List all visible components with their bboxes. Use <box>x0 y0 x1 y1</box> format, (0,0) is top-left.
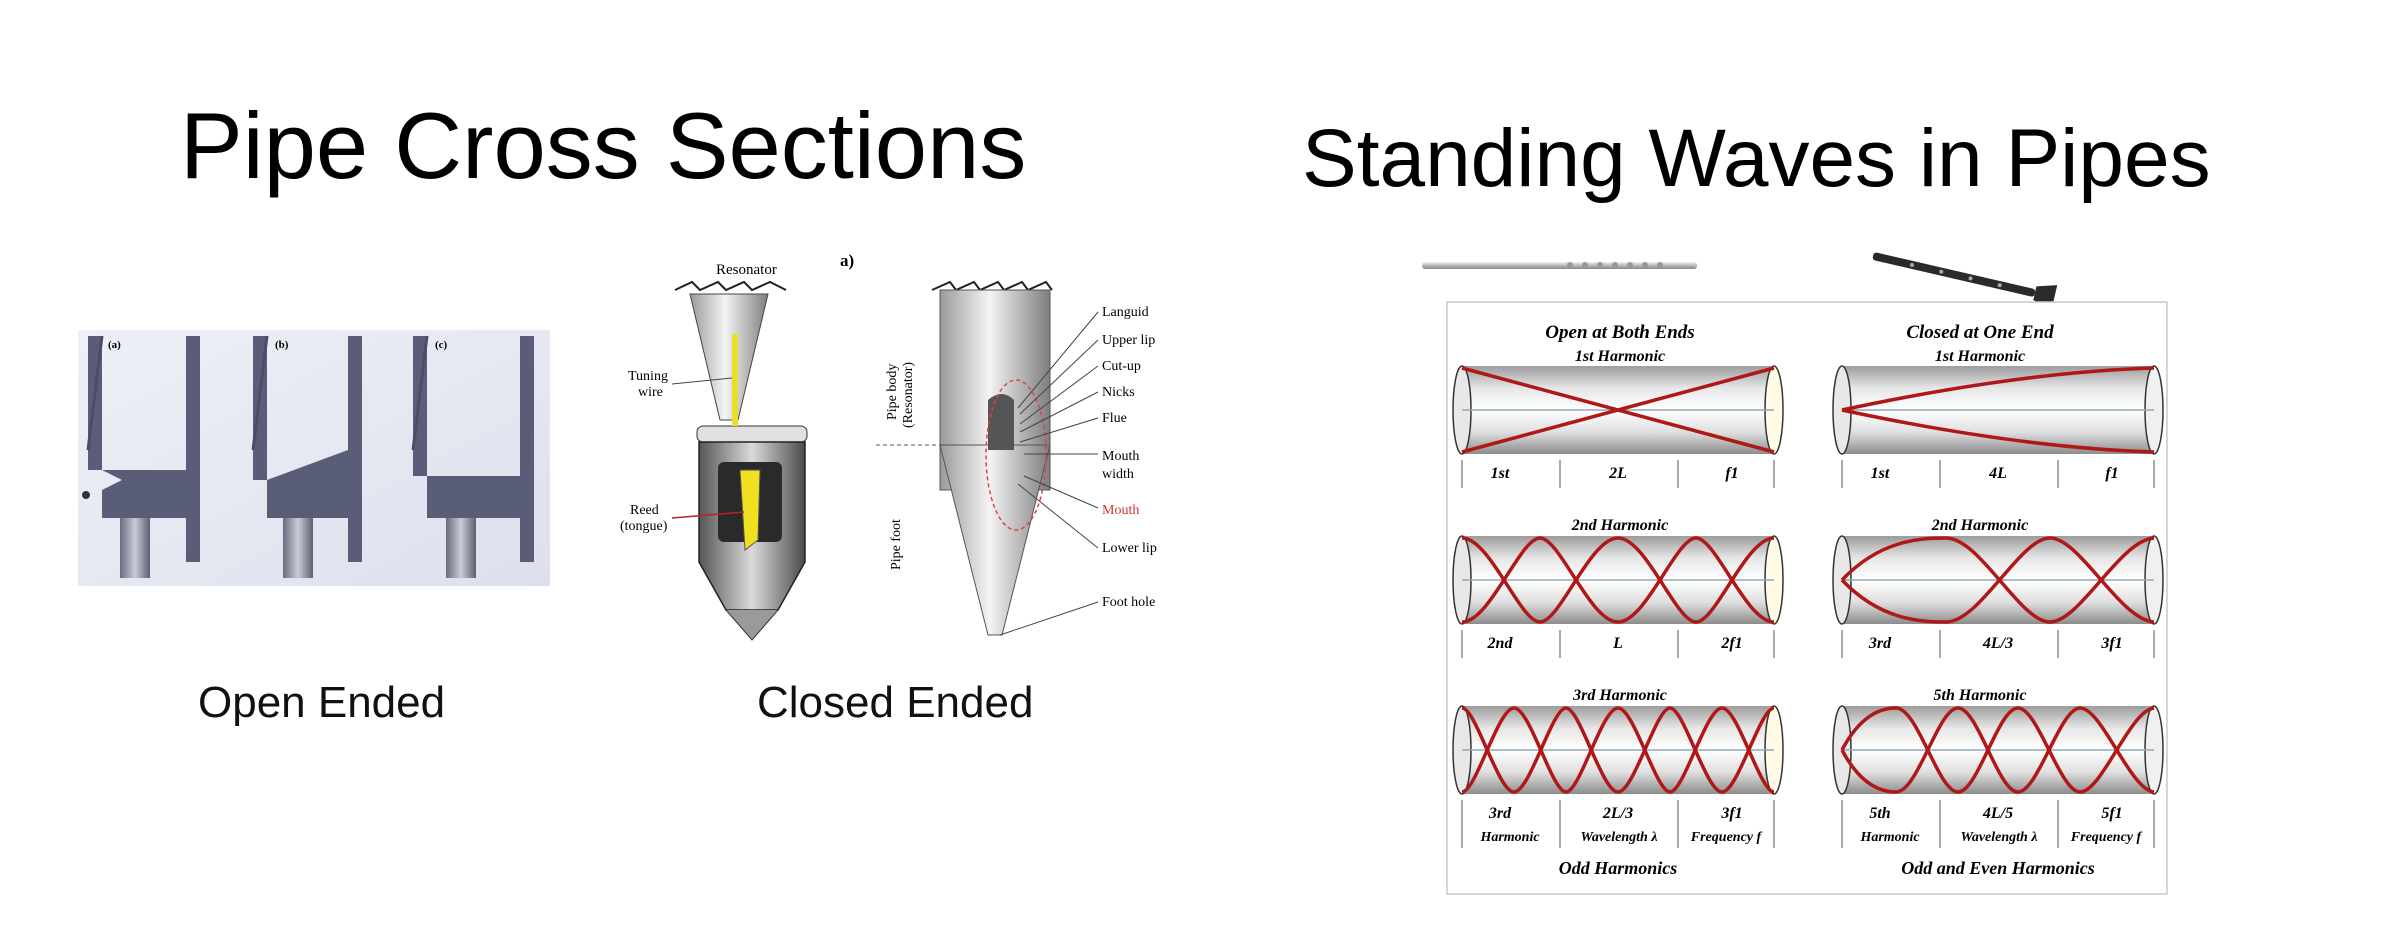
clarinet-icon <box>1872 252 2058 311</box>
part-mouth-width-1: Mouth <box>1102 449 1139 464</box>
part-mouth: Mouth <box>1102 503 1139 518</box>
right-legend-frequency: Frequency f <box>2070 830 2143 845</box>
part-foot-hole: Foot hole <box>1102 595 1155 610</box>
flute-icon <box>1422 262 1697 269</box>
left-row-1-wavelength: 2L <box>1608 465 1627 482</box>
left-row-2: 2nd Harmonic 2nd L 2f1 <box>1452 517 1784 658</box>
part-lower-lip: Lower lip <box>1102 541 1157 556</box>
right-legend-wavelength: Wavelength λ <box>1960 830 2037 845</box>
part-flue: Flue <box>1102 411 1127 426</box>
open-pipe-b: (b) <box>251 335 362 578</box>
marker-a: a) <box>840 251 854 270</box>
left-row-2-wavelength: L <box>1612 635 1623 652</box>
left-row-1-frequency: f1 <box>1725 465 1738 482</box>
left-row-2-heading: 2nd Harmonic <box>1571 517 1668 534</box>
right-title: Standing Waves in Pipes <box>1302 113 2211 204</box>
label-c: (c) <box>435 339 448 351</box>
right-row-2-wavelength: 4L/3 <box>1982 635 2013 652</box>
right-row-1-frequency: f1 <box>2105 465 2118 482</box>
right-row-1-wavelength: 4L <box>1988 465 2007 482</box>
left-legend-frequency: Frequency f <box>1690 830 1763 845</box>
open-pipe-c: (c) <box>411 335 534 578</box>
right-row-3-frequency: 5f1 <box>2101 805 2122 822</box>
caption-closed-ended: Closed Ended <box>757 678 1034 727</box>
left-legend-harmonic: Harmonic <box>1479 830 1540 845</box>
pipe-body-label-2: (Resonator) <box>901 362 916 428</box>
caption-open-ended: Open Ended <box>198 678 446 727</box>
left-col-title: Open at Both Ends <box>1545 322 1694 343</box>
part-cut-up: Cut-up <box>1102 359 1141 374</box>
right-row-1-order: 1st <box>1871 465 1890 482</box>
left-row-1-order: 1st <box>1491 465 1510 482</box>
left-row-3: 3rd Harmonic 3rd 2L/3 3f1 <box>1452 687 1784 848</box>
part-languid: Languid <box>1102 305 1149 320</box>
left-row-2-frequency: 2f1 <box>1720 635 1742 652</box>
right-row-1: 1st Harmonic 1st 4L f1 <box>1832 348 2164 488</box>
part-mouth-width-2: width <box>1102 467 1134 482</box>
reed-label-2: (tongue) <box>620 519 668 534</box>
right-row-3-heading: 5th Harmonic <box>1934 687 2027 704</box>
left-row-3-order: 3rd <box>1488 805 1512 822</box>
left-row-2-order: 2nd <box>1487 635 1514 652</box>
left-row-3-wavelength: 2L/3 <box>1602 805 1633 822</box>
left-row-1-heading: 1st Harmonic <box>1575 348 1665 365</box>
left-row-3-heading: 3rd Harmonic <box>1572 687 1667 704</box>
closed-reed-pipe-diagram: Resonator a) Tuning wire Reed (tongue) P… <box>620 251 1157 641</box>
right-row-2: 2nd Harmonic 3rd 4L/3 3f1 <box>1832 517 2164 658</box>
left-legend: Harmonic Wavelength λ Frequency f <box>1479 830 1762 845</box>
right-row-2-heading: 2nd Harmonic <box>1931 517 2028 534</box>
standing-waves-diagram: Open at Both Ends Closed at One End 1st … <box>1422 252 2168 895</box>
left-col-footer: Odd Harmonics <box>1559 858 1678 878</box>
tuning-wire-label-1: Tuning <box>628 369 668 384</box>
tuning-wire-label-2: wire <box>638 385 663 400</box>
left-legend-wavelength: Wavelength λ <box>1580 830 1657 845</box>
label-b: (b) <box>275 339 289 351</box>
label-a: (a) <box>108 339 121 351</box>
pipe-foot-label: Pipe foot <box>889 519 904 570</box>
right-row-3-order: 5th <box>1869 805 1890 822</box>
reed-label-1: Reed <box>630 503 659 518</box>
right-legend-harmonic: Harmonic <box>1859 830 1920 845</box>
left-title: Pipe Cross Sections <box>180 93 1027 198</box>
right-legend: Harmonic Wavelength λ Frequency f <box>1859 830 2142 845</box>
right-col-footer: Odd and Even Harmonics <box>1901 858 2095 878</box>
right-row-2-frequency: 3f1 <box>2100 635 2122 652</box>
left-row-3-frequency: 3f1 <box>1720 805 1742 822</box>
open-pipe-a: (a) <box>82 335 200 578</box>
pipe-body-label-1: Pipe body <box>885 364 900 420</box>
resonator-label: Resonator <box>716 262 777 278</box>
left-row-1: 1st Harmonic 1st 2L f1 <box>1452 348 1784 488</box>
right-row-3-wavelength: 4L/5 <box>1982 805 2013 822</box>
right-col-title: Closed at One End <box>1906 322 2054 343</box>
right-row-2-order: 3rd <box>1868 635 1892 652</box>
open-pipe-cross-sections: (a) (b) (c) <box>78 330 550 586</box>
right-row-3: 5th Harmonic 5th 4L/5 5f1 <box>1832 687 2164 848</box>
part-upper-lip: Upper lip <box>1102 333 1155 348</box>
part-nicks: Nicks <box>1102 385 1135 400</box>
right-row-1-heading: 1st Harmonic <box>1935 348 2025 365</box>
